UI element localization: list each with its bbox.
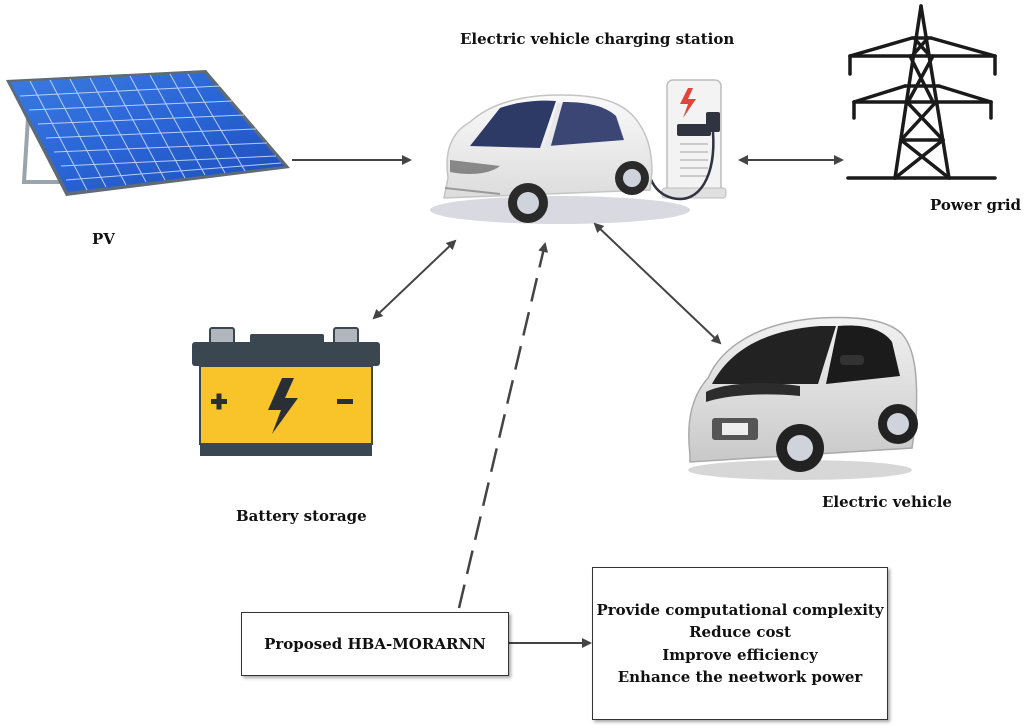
battery-label: Battery storage: [236, 507, 367, 525]
station-label: Electric vehicle charging station: [460, 30, 735, 48]
electric-car-icon: [688, 316, 918, 480]
transmission-tower-icon: [846, 4, 997, 180]
benefit-item: Provide computational complexity: [596, 600, 884, 619]
pv-label: PV: [92, 230, 115, 248]
battery-icon: [192, 327, 380, 456]
charging-station-car-icon: [430, 79, 727, 224]
arrow-station-battery: [372, 239, 457, 320]
benefit-item: Reduce cost: [689, 623, 791, 641]
benefits-box: Provide computational complexity Reduce …: [592, 567, 888, 720]
solar-panel-icon: [6, 70, 290, 196]
arrow-station-ev: [593, 222, 722, 345]
benefit-item: Enhance the neetwork power: [617, 668, 863, 686]
proposed-method-label: Proposed HBA-MORARNN: [264, 635, 486, 653]
benefit-item: Improve efficiency: [662, 645, 818, 664]
arrow-hba-to-station: [457, 242, 549, 609]
connection-arrows: [292, 155, 844, 648]
grid-label: Power grid: [930, 196, 1022, 214]
ev-label: Electric vehicle: [822, 493, 952, 511]
proposed-method-box: Proposed HBA-MORARNN: [241, 612, 509, 676]
